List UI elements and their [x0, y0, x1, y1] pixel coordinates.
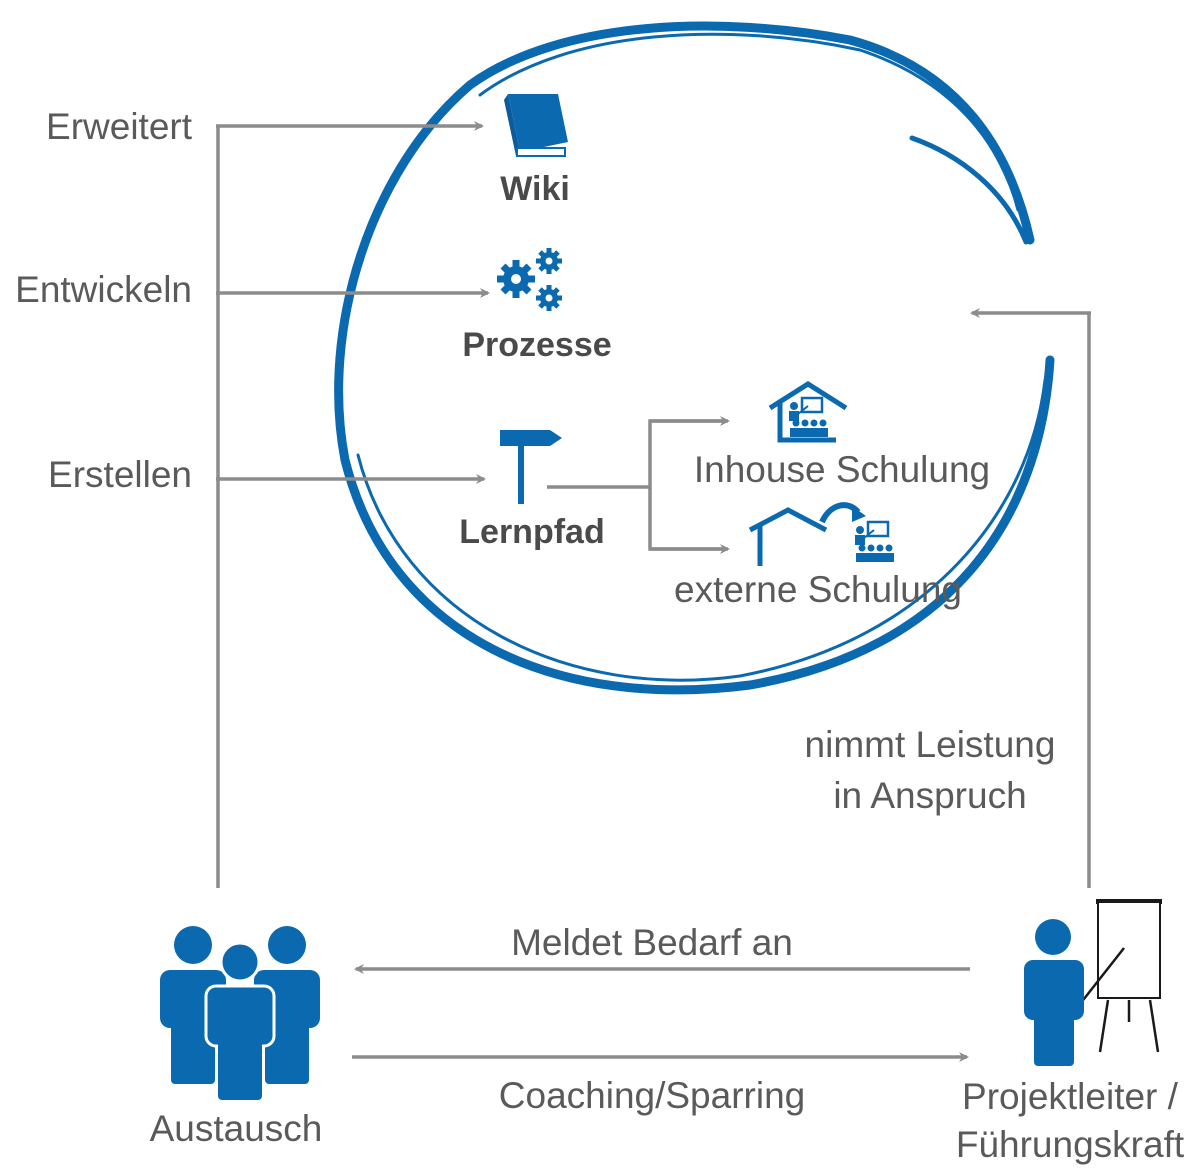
processes-label: Prozesse: [462, 326, 611, 364]
gears-icon: [497, 248, 562, 311]
wiki-label: Wiki: [500, 170, 570, 208]
service-line1: nimmt Leistung: [805, 724, 1056, 765]
left-connector: [216, 121, 490, 888]
signpost-icon: [500, 430, 562, 504]
action-extends-label: Erweitert: [46, 106, 193, 147]
knowledge-circle: [334, 21, 1055, 695]
external-training-label: externe Schulung: [674, 569, 962, 610]
action-create-label: Erstellen: [48, 454, 192, 495]
lead-label-line1: Projektleiter /: [962, 1076, 1179, 1117]
exchange-label: Austausch: [150, 1108, 323, 1149]
book-icon: [504, 94, 568, 157]
inhouse-training-label: Inhouse Schulung: [694, 449, 990, 490]
action-develop-label: Entwickeln: [15, 269, 192, 310]
house-to-classroom-icon: [748, 502, 894, 566]
training-branch: [547, 416, 730, 554]
house-classroom-icon: [768, 381, 848, 443]
learning-path-label: Lernpfad: [459, 513, 604, 551]
lead-label-line2: Führungskraft: [956, 1124, 1185, 1165]
coaching-label: Coaching/Sparring: [499, 1075, 805, 1116]
service-line2: in Anspruch: [833, 775, 1026, 816]
presenter-icon: [1024, 899, 1162, 1066]
demand-label: Meldet Bedarf an: [511, 922, 793, 963]
group-icon: [160, 926, 320, 1100]
service-connector: [970, 308, 1091, 888]
